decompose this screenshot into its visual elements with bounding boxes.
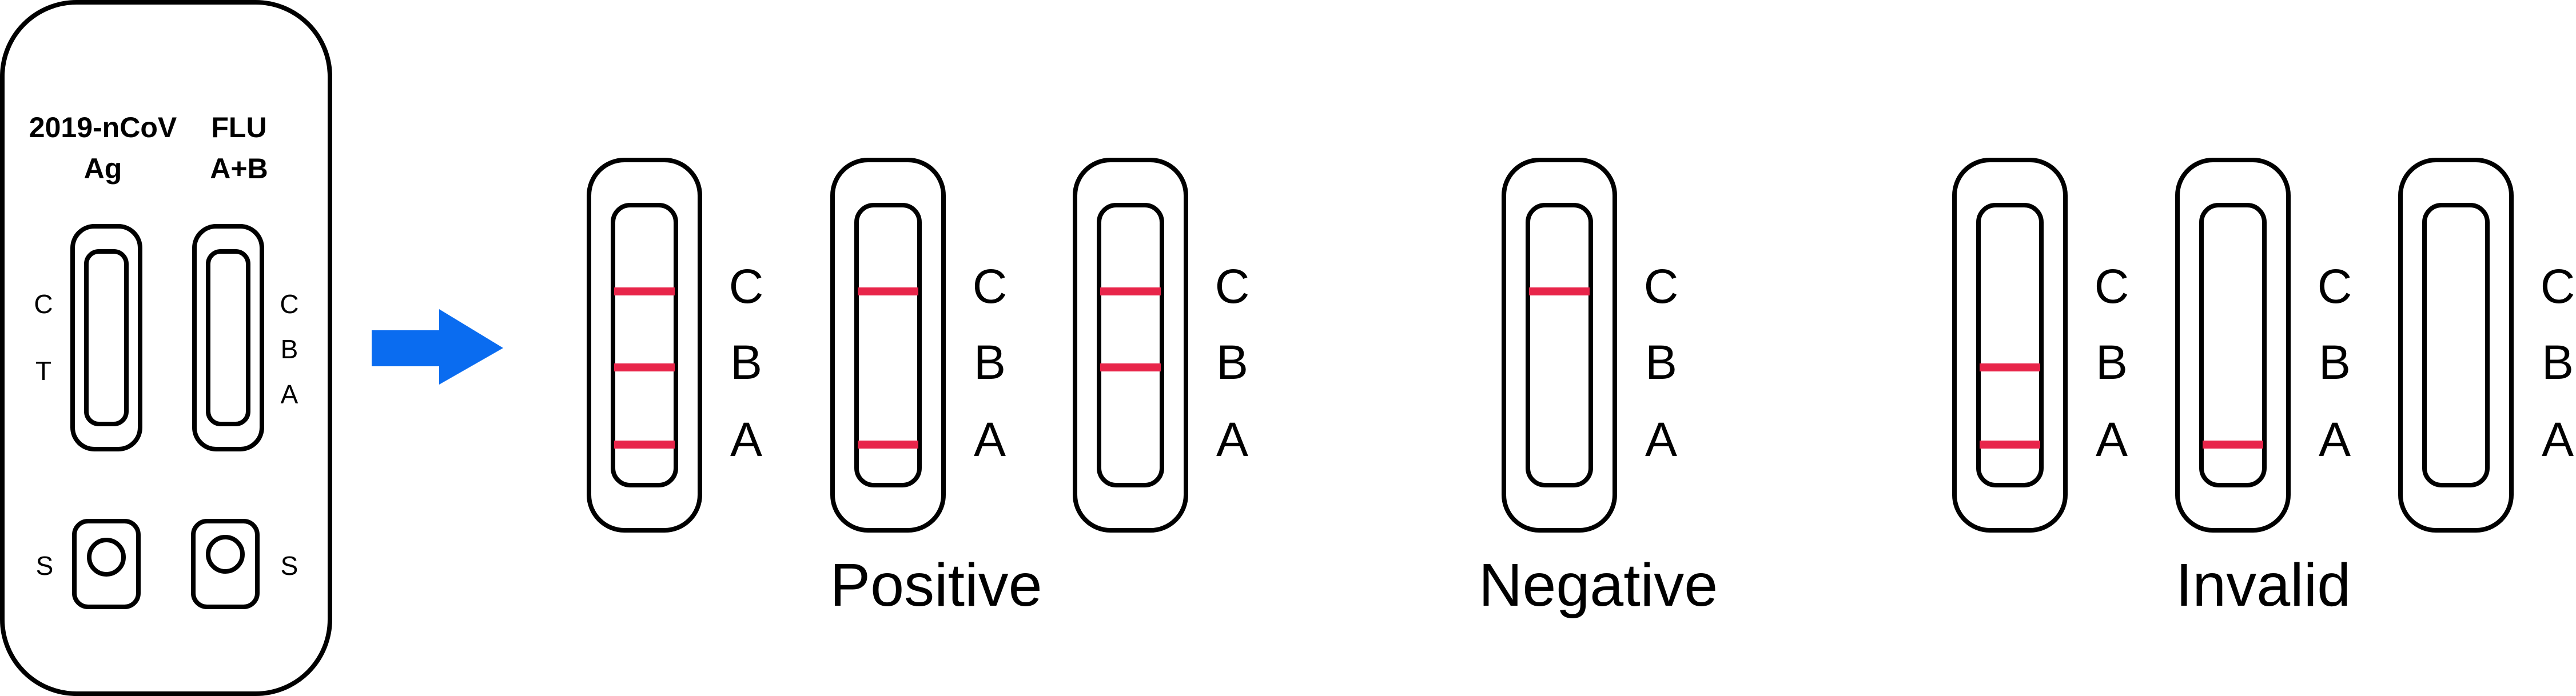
strip-window	[1526, 203, 1593, 487]
strip-outer-frame	[2175, 158, 2291, 533]
sample-well-left	[72, 519, 141, 609]
cassette-body	[0, 0, 332, 696]
right-arrow-icon	[372, 309, 503, 385]
cassette-label-right-line1: FLU	[211, 111, 266, 143]
test-strip: CBA	[830, 158, 1008, 533]
test-strip: CBA	[2398, 158, 2575, 533]
strip-label-a: A	[974, 413, 1006, 466]
strip-label-a: A	[730, 413, 762, 466]
strip-window	[1976, 203, 2044, 487]
test-strip: CBA	[1502, 158, 1679, 533]
strip-outer-frame	[1952, 158, 2068, 533]
strip-label-c: C	[2095, 259, 2129, 313]
group-label-invalid: Invalid	[2176, 551, 2351, 619]
cassette-label-left-line2: Ag	[84, 153, 122, 185]
strip-outer-frame	[1073, 158, 1188, 533]
cassette-label-right-line2: A+B	[210, 153, 268, 185]
sample-well-right	[191, 519, 260, 609]
group-label-positive: Positive	[830, 551, 1042, 619]
cassette-mark-left-t: T	[35, 356, 51, 386]
test-strip: CBA	[2175, 158, 2352, 533]
strip-label-b: B	[1645, 335, 1677, 389]
strip-label-b: B	[2096, 335, 2128, 389]
strip-outer-frame	[1502, 158, 1617, 533]
strip-label-c: C	[2541, 259, 2575, 313]
result-group-labels: Positive Negative Invalid	[830, 551, 2351, 619]
strip-label-a: A	[2319, 413, 2351, 466]
strip-label-b: B	[1216, 335, 1248, 389]
test-strip: CBA	[587, 158, 764, 533]
strip-label-b: B	[974, 335, 1006, 389]
test-cassette	[0, 0, 332, 696]
cassette-mark-right-c: C	[280, 289, 298, 319]
strip-label-a: A	[1645, 413, 1677, 466]
strip-outer-frame	[830, 158, 946, 533]
strip-label-c: C	[1644, 259, 1679, 313]
strip-window	[854, 203, 922, 487]
strip-outer-frame	[587, 158, 702, 533]
cassette-mark-right-b: B	[281, 334, 298, 364]
strip-label-c: C	[973, 259, 1008, 313]
strip-label-b: B	[2319, 335, 2351, 389]
cassette-mark-right-a: A	[281, 379, 298, 409]
group-label-negative: Negative	[1479, 551, 1718, 619]
sample-well-left-hole	[87, 538, 126, 577]
cassette-window-left-outer	[70, 224, 142, 451]
strip-window	[611, 203, 678, 487]
cassette-mark-left-c: C	[34, 289, 53, 319]
test-strip: CBA	[1073, 158, 1250, 533]
test-strip: CBA	[1952, 158, 2129, 533]
sample-well-right-hole	[206, 535, 245, 574]
strip-label-b: B	[730, 335, 762, 389]
strip-label-a: A	[1216, 413, 1248, 466]
cassette-window-right-inner	[206, 249, 250, 426]
strip-window	[1097, 203, 1164, 487]
cassette-label-left-line1: 2019-nCoV	[29, 111, 177, 143]
strip-label-b: B	[2542, 335, 2574, 389]
strip-label-c: C	[2318, 259, 2352, 313]
sample-label-right: S	[281, 551, 298, 581]
strip-outer-frame	[2398, 158, 2514, 533]
strip-label-a: A	[2542, 413, 2574, 466]
strip-label-c: C	[729, 259, 764, 313]
strip-label-a: A	[2096, 413, 2128, 466]
cassette-window-right-outer	[192, 224, 264, 451]
sample-label-left: S	[36, 551, 54, 581]
strip-window	[2422, 203, 2490, 487]
strip-label-c: C	[1215, 259, 1250, 313]
strip-window	[2199, 203, 2267, 487]
cassette-window-left-inner	[84, 249, 129, 426]
